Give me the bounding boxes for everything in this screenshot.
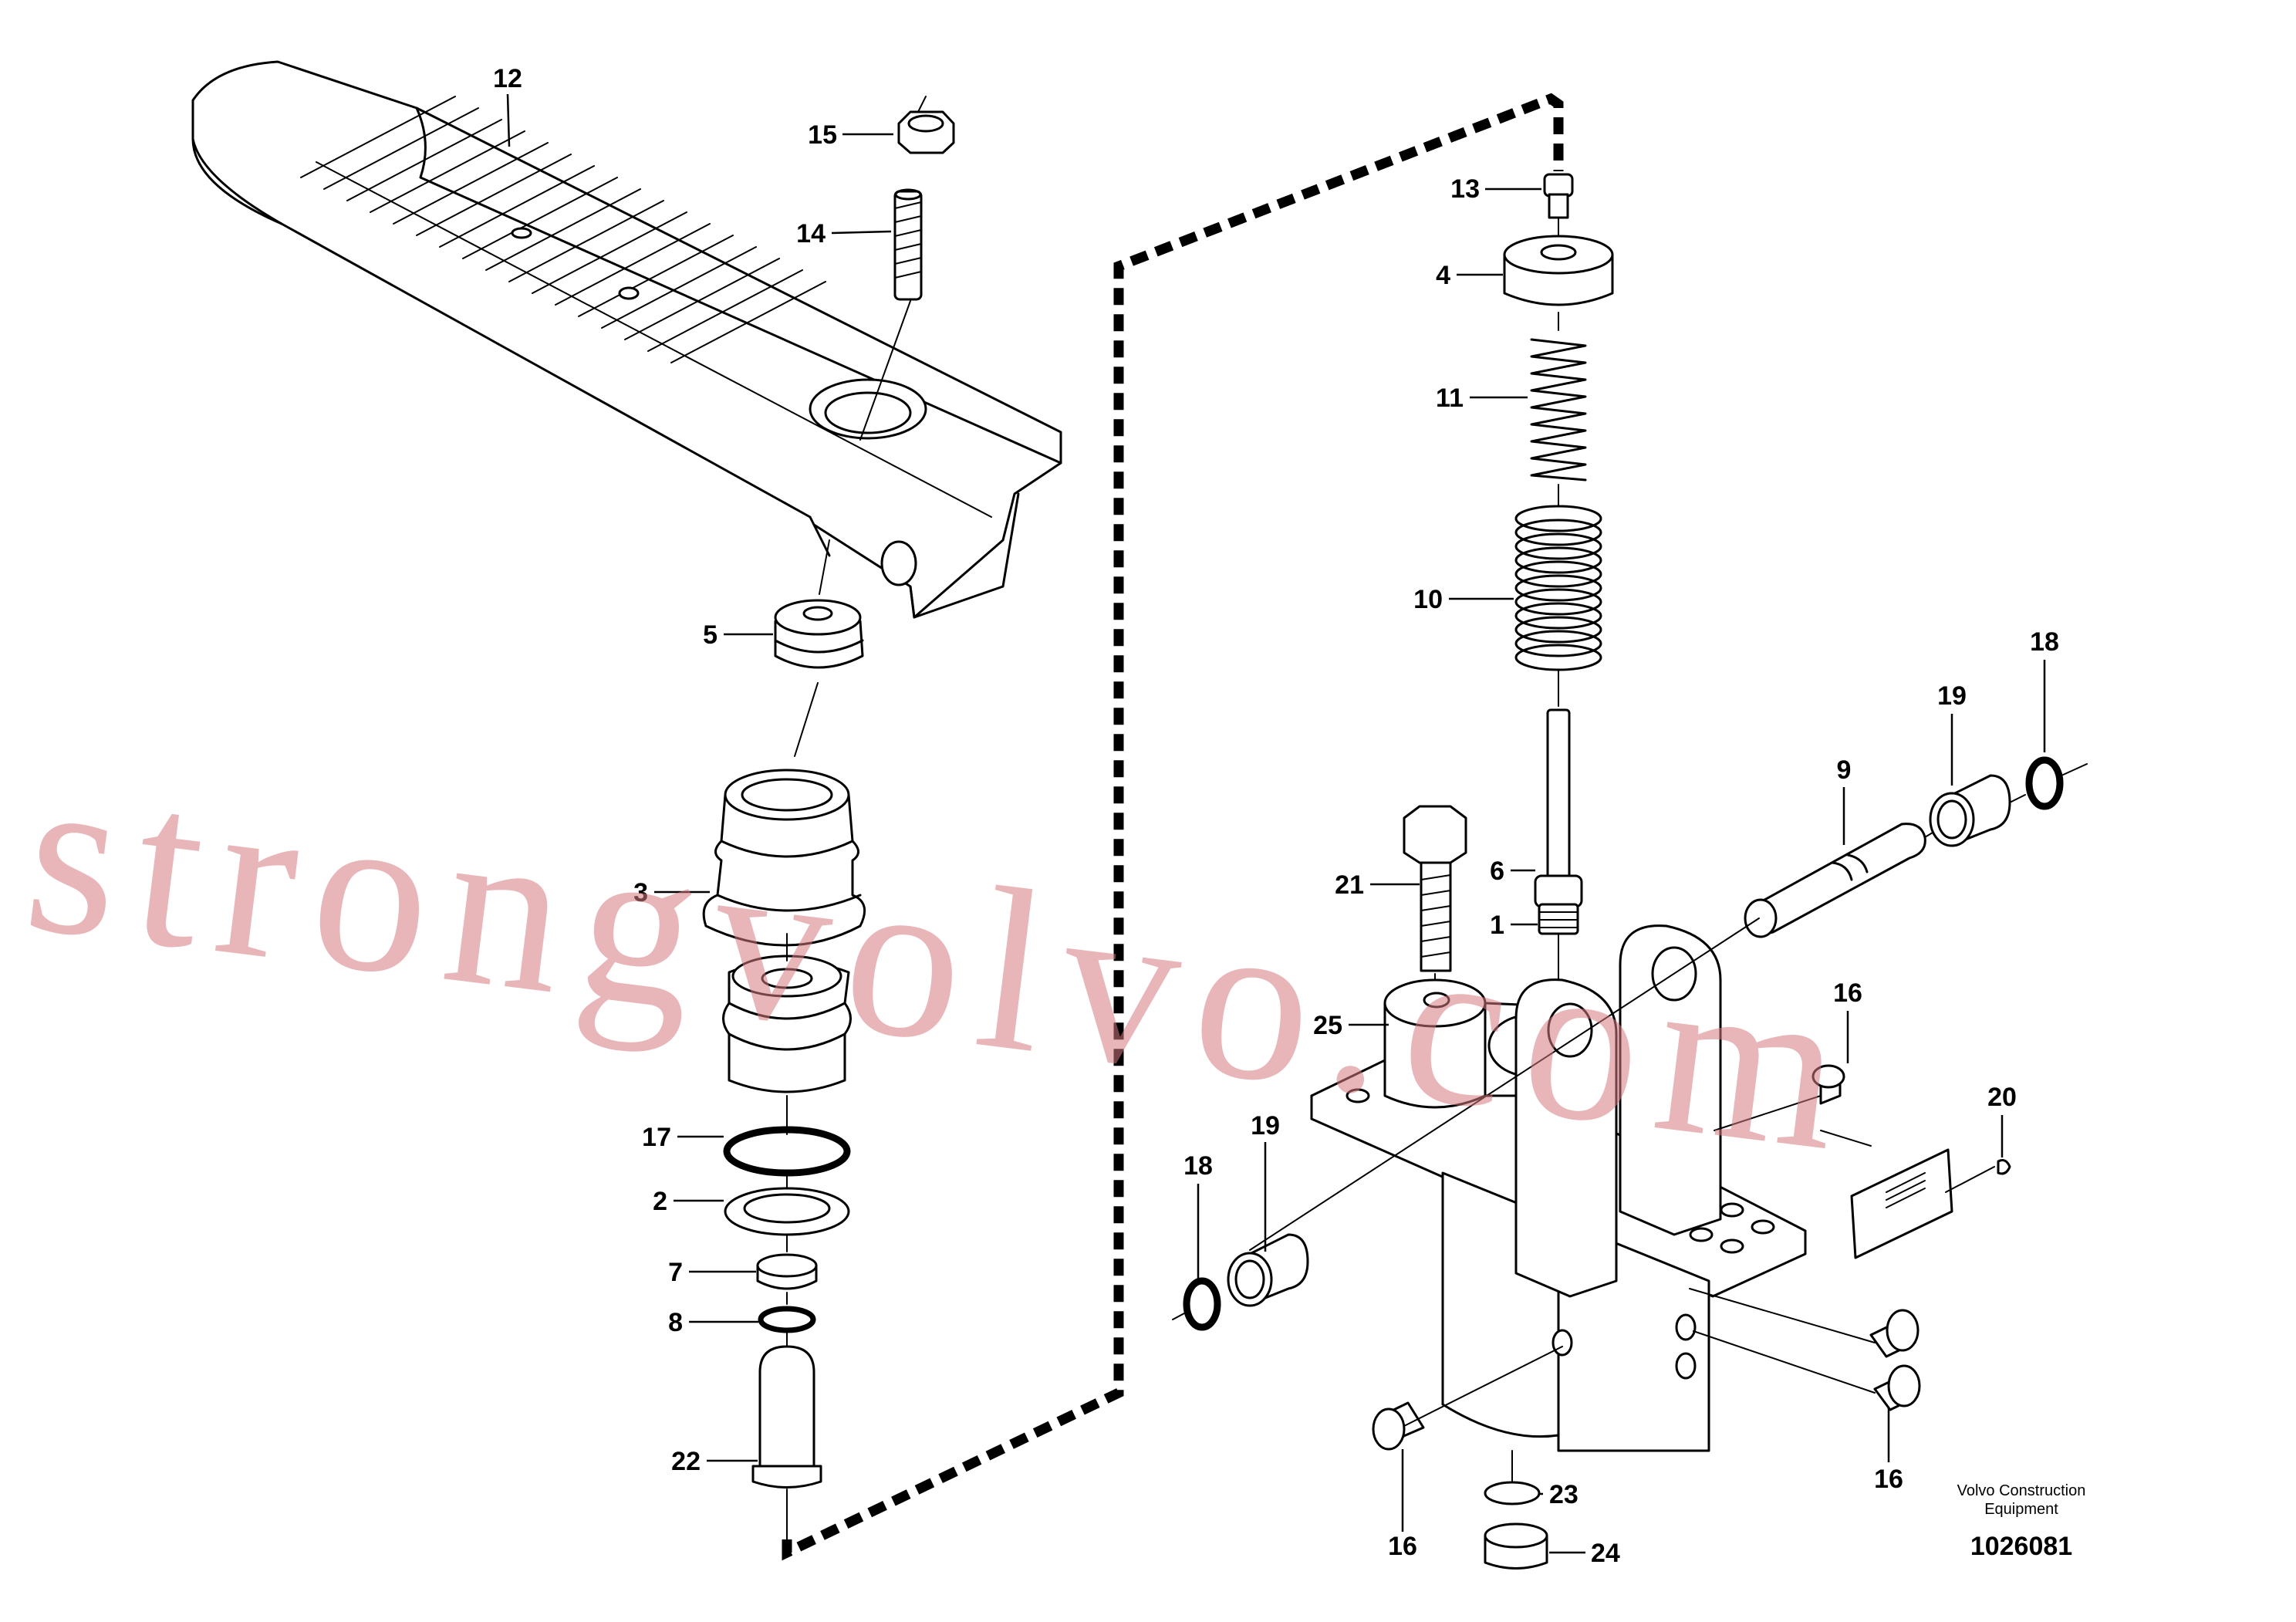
svg-text:13: 13 bbox=[1450, 174, 1480, 204]
callout-16-left-bottom: 16 bbox=[1388, 1449, 1417, 1561]
backup-ring bbox=[724, 1187, 850, 1236]
callout-3: 3 bbox=[633, 878, 710, 907]
svg-text:20: 20 bbox=[1987, 1083, 2017, 1112]
plug bbox=[1811, 1064, 1845, 1105]
svg-text:3: 3 bbox=[633, 878, 648, 907]
callout-8: 8 bbox=[668, 1308, 758, 1337]
thrust-washer bbox=[2025, 756, 2064, 810]
callout-16-right-bottom: 16 bbox=[1874, 1408, 1903, 1494]
callout-11: 11 bbox=[1436, 384, 1528, 413]
wiper-ring bbox=[758, 1306, 816, 1333]
svg-text:1: 1 bbox=[1490, 911, 1504, 940]
callout-18-top: 18 bbox=[2030, 627, 2059, 752]
document-number: 1026081 bbox=[1970, 1532, 2073, 1561]
thrust-washer bbox=[1183, 1277, 1221, 1331]
svg-text:18: 18 bbox=[1183, 1151, 1213, 1181]
svg-text:8: 8 bbox=[668, 1308, 683, 1337]
rivet bbox=[1997, 1159, 2011, 1175]
plunger bbox=[751, 1345, 822, 1489]
pedal-bracket-housing bbox=[1310, 924, 1807, 1452]
svg-text:16: 16 bbox=[1874, 1465, 1903, 1494]
svg-text:21: 21 bbox=[1335, 870, 1364, 900]
callout-7: 7 bbox=[668, 1258, 756, 1287]
callout-23: 23 bbox=[1540, 1480, 1578, 1509]
svg-text:18: 18 bbox=[2030, 627, 2059, 657]
callout-20: 20 bbox=[1987, 1083, 2017, 1157]
o-ring bbox=[723, 1126, 851, 1177]
o-ring bbox=[1484, 1481, 1541, 1505]
push-rod bbox=[1534, 708, 1583, 935]
callout-labels: 12 15 14 13 4 11 10 5 18 19 9 3 21 6 1 2… bbox=[493, 64, 2059, 1568]
callout-18-left: 18 bbox=[1183, 1151, 1213, 1279]
spring-seat bbox=[1503, 235, 1614, 306]
callout-25: 25 bbox=[1313, 1011, 1389, 1040]
svg-text:22: 22 bbox=[671, 1447, 701, 1476]
callout-15: 15 bbox=[808, 120, 893, 150]
callout-14: 14 bbox=[796, 219, 892, 248]
hex-bolt bbox=[1403, 805, 1467, 972]
nameplate bbox=[1850, 1148, 1953, 1259]
callout-12: 12 bbox=[493, 64, 522, 147]
svg-text:14: 14 bbox=[796, 219, 826, 248]
outer-spring bbox=[1514, 505, 1602, 671]
svg-text:10: 10 bbox=[1413, 585, 1443, 614]
svg-text:23: 23 bbox=[1549, 1480, 1578, 1509]
publisher-credit-line-1: Volvo Construction bbox=[1957, 1482, 2086, 1499]
rubber-boot bbox=[774, 599, 864, 669]
callout-24: 24 bbox=[1549, 1539, 1620, 1568]
set-screw bbox=[893, 188, 923, 301]
callout-22: 22 bbox=[671, 1447, 758, 1476]
cap bbox=[1484, 1522, 1548, 1570]
seal bbox=[756, 1253, 818, 1290]
svg-text:6: 6 bbox=[1490, 857, 1504, 886]
svg-text:9: 9 bbox=[1837, 755, 1852, 785]
bushing bbox=[1227, 1233, 1309, 1307]
valve-body bbox=[702, 769, 866, 1093]
svg-text:7: 7 bbox=[668, 1258, 683, 1287]
svg-text:17: 17 bbox=[642, 1123, 671, 1152]
callout-9: 9 bbox=[1837, 755, 1852, 845]
svg-text:11: 11 bbox=[1436, 384, 1464, 413]
callout-10: 10 bbox=[1413, 585, 1514, 614]
callout-17: 17 bbox=[642, 1123, 724, 1152]
callout-6: 6 bbox=[1490, 857, 1535, 886]
svg-text:4: 4 bbox=[1436, 261, 1450, 290]
nut bbox=[897, 110, 955, 154]
svg-text:5: 5 bbox=[703, 620, 718, 650]
screw bbox=[1543, 173, 1574, 219]
bushing bbox=[1929, 774, 2011, 847]
svg-text:16: 16 bbox=[1833, 978, 1862, 1008]
svg-text:15: 15 bbox=[808, 120, 837, 150]
plug bbox=[1372, 1309, 1921, 1451]
pedal bbox=[191, 60, 1062, 619]
callout-19-top: 19 bbox=[1937, 681, 1967, 786]
callout-5: 5 bbox=[703, 620, 773, 650]
svg-text:19: 19 bbox=[1937, 681, 1967, 711]
callout-19-left: 19 bbox=[1251, 1111, 1280, 1252]
callout-2: 2 bbox=[653, 1187, 724, 1216]
svg-text:16: 16 bbox=[1388, 1532, 1417, 1561]
assembly-path bbox=[782, 93, 1564, 1561]
callout-1: 1 bbox=[1490, 911, 1538, 940]
svg-text:25: 25 bbox=[1313, 1011, 1342, 1040]
svg-text:24: 24 bbox=[1591, 1539, 1620, 1568]
callout-4: 4 bbox=[1436, 261, 1503, 290]
svg-text:19: 19 bbox=[1251, 1111, 1280, 1140]
svg-text:12: 12 bbox=[493, 64, 522, 93]
publisher-credit-line-2: Equipment bbox=[1984, 1501, 2058, 1518]
svg-text:2: 2 bbox=[653, 1187, 667, 1216]
callout-16-right-top: 16 bbox=[1833, 978, 1862, 1063]
callout-21: 21 bbox=[1335, 870, 1420, 900]
pivot-pin bbox=[1744, 823, 1926, 938]
publisher-credit: Volvo Construction Equipment bbox=[1840, 1482, 2203, 1519]
inner-spring bbox=[1530, 338, 1587, 482]
callout-13: 13 bbox=[1450, 174, 1541, 204]
